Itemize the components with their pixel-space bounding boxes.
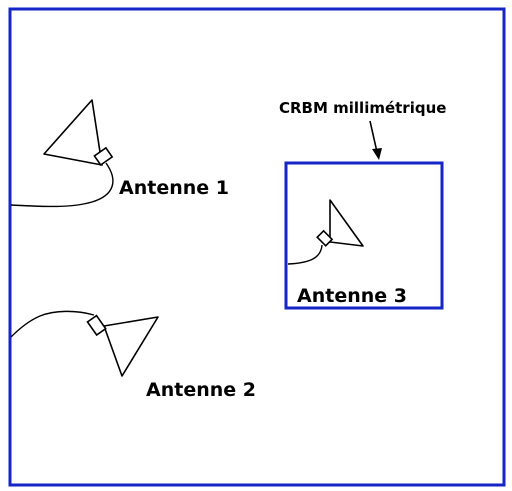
antenna-3: [287, 199, 364, 265]
antenna-2: [10, 310, 159, 377]
antenna-3-label: Antenne 3: [297, 285, 407, 307]
antenna-3-horn: [329, 199, 364, 247]
antenna-1-cable: [10, 162, 114, 208]
antenna-1: [10, 99, 114, 208]
antenna-2-horn: [103, 316, 159, 377]
antenna-2-feed: [86, 314, 107, 337]
antenna-1-feed: [93, 146, 114, 167]
antenna-3-cable: [287, 244, 323, 265]
antenna-2-cable: [10, 310, 95, 338]
chamber-caption: CRBM millimétrique: [279, 99, 446, 117]
antenna-1-label: Antenne 1: [119, 177, 229, 199]
antenna-2-label: Antenne 2: [146, 379, 256, 401]
antenna-1-horn: [43, 99, 103, 166]
antenna-3-feed: [316, 229, 334, 247]
inner-chamber-box: [284, 161, 444, 310]
chamber-arrow-shaft: [369, 120, 378, 153]
outer-frame: [8, 7, 506, 487]
chamber-arrow-head: [372, 148, 382, 160]
